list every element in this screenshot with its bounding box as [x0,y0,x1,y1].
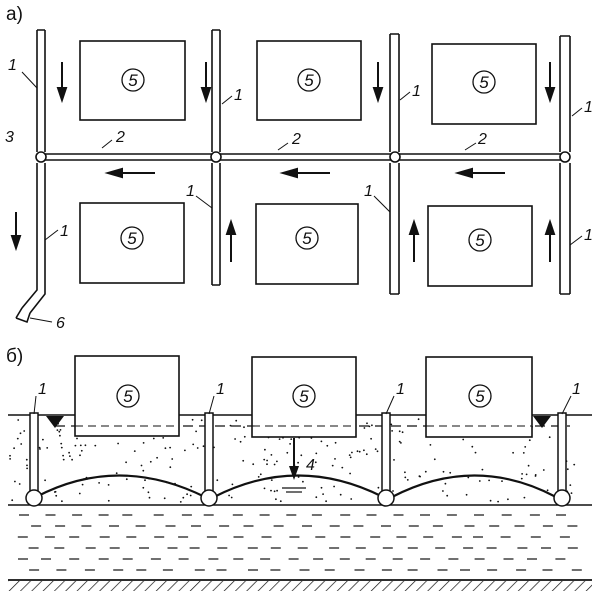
plan-labels: 1 3 2 2 2 1 1 1 1 1 1 1 6 [5,57,593,332]
building-numbers-plan: 5 5 5 5 5 5 [120,68,496,252]
drain-pipe [389,33,400,152]
drain-riser [29,412,39,500]
building-section [74,355,180,437]
section-view: 1 1 1 1 4 5 5 5 [8,355,592,591]
building [79,202,185,284]
collector-label: 2 [291,131,301,148]
section-view-label: б) [6,346,23,367]
junction-well [389,151,401,163]
groundwater-dashes [17,514,582,571]
drain-pipe [389,163,400,295]
junction-label: 3 [5,129,14,146]
outlet-label: 6 [56,315,65,332]
drain-pipe [559,163,571,295]
depression-curves [35,474,557,498]
drain-riser [381,412,391,500]
seepage-arrow-head [289,466,299,480]
drain-pipe-section [200,489,218,507]
drain-pipe [211,29,221,152]
leader-lines [21,71,583,323]
building-section [251,356,357,438]
building-section [425,356,533,438]
building-label: 5 [304,71,314,90]
building-label: 5 [128,71,138,90]
junction-well [559,151,571,163]
drain-label: 1 [584,99,593,116]
building-label: 5 [123,387,133,406]
plan-section-label: а) [6,4,23,25]
drain-label: 1 [234,87,243,104]
drain-label: 1 [364,183,373,200]
building-label: 5 [127,229,137,248]
drain-label: 1 [396,381,405,398]
drain-label: 1 [584,227,593,244]
building [79,40,186,121]
drain-label: 1 [572,381,581,398]
drain-label: 1 [216,381,225,398]
seepage-label: 4 [306,457,315,474]
drain-pipe-section [377,489,395,507]
building [256,40,362,121]
drain-pipe-outlet [15,163,46,324]
building-label: 5 [475,231,485,250]
drain-pipe [211,163,221,286]
building-label: 5 [475,387,485,406]
drain-label: 1 [186,183,195,200]
building [431,43,537,125]
water-level-marker [46,416,64,428]
base-hatching [8,581,592,591]
plan-view [15,29,571,324]
building-label: 5 [302,229,312,248]
collector-label: 2 [477,131,487,148]
drain-label: 1 [38,381,47,398]
drain-riser [204,412,214,500]
drain-label: 1 [412,83,421,100]
building-label: 5 [479,73,489,92]
building-label: 5 [299,387,309,406]
drain-riser [557,412,567,500]
drain-pipe [559,35,571,152]
junction-well [210,151,222,163]
junction-well [35,151,47,163]
flow-arrows [10,62,556,262]
drain-pipe [36,29,46,152]
drain-pipe-section [25,489,43,507]
drain-label: 1 [60,223,69,240]
drain-label: 1 [8,57,17,74]
building [427,205,533,287]
building [255,203,359,285]
water-level-marker [533,416,551,428]
collector-label: 2 [115,129,125,146]
drain-pipe-section [553,489,571,507]
